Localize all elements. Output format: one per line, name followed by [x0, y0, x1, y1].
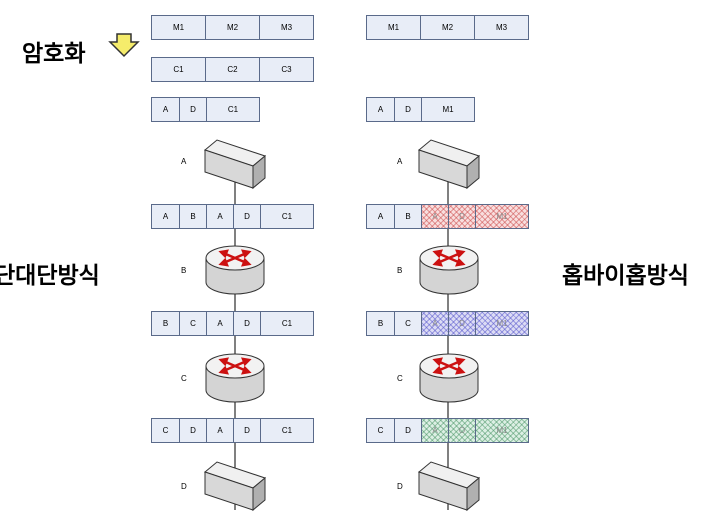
host-a-icon [203, 139, 267, 190]
hop-by-hop-label: 홉바이홉방식 [562, 263, 689, 289]
left-node-label-b: B [181, 266, 187, 275]
right-plaintext-block: M1 M2 M3 [366, 15, 529, 40]
encrypted-cell: A [422, 205, 449, 228]
cell: D [180, 98, 207, 121]
right-node-label-b: B [397, 266, 403, 275]
host-d-icon [203, 461, 267, 512]
cell: M1 [442, 105, 454, 114]
cell: B [395, 205, 422, 228]
cell: B [152, 312, 180, 335]
left-hop3-packet: C D A D C1 [151, 418, 314, 443]
cell: A [152, 205, 180, 228]
encrypted-cell: A [422, 312, 449, 335]
cell: C1 [281, 212, 293, 221]
cell: B [367, 312, 395, 335]
cell: A [152, 98, 180, 121]
cell: D [234, 419, 261, 442]
cell: C [367, 419, 395, 442]
cell: C [152, 419, 180, 442]
cell: C3 [281, 65, 292, 74]
right-hop2-packet: B C A D M1 [366, 311, 529, 336]
cell: B [180, 205, 207, 228]
cell: A [207, 312, 234, 335]
left-plaintext-block: M1 M2 M3 [151, 15, 314, 40]
router-c-icon [205, 353, 265, 403]
right-node-label-d: D [397, 482, 403, 491]
cell: M1 [367, 16, 421, 39]
cell: M1 [152, 16, 206, 39]
down-arrow-icon [108, 33, 140, 58]
left-ciphertext-block: C1 C2 C3 [151, 57, 314, 82]
right-hop1-packet: A B A D M1 [366, 204, 529, 229]
right-node-label-a: A [397, 157, 403, 166]
cell: M3 [280, 23, 293, 32]
left-node-label-d: D [181, 482, 187, 491]
router-b-icon [205, 245, 265, 295]
left-node-label-c: C [181, 374, 187, 383]
router-b-icon [419, 245, 479, 295]
cell: C1 [227, 105, 239, 114]
cell: M2 [421, 16, 475, 39]
cell: A [207, 205, 234, 228]
cell: M2 [206, 16, 260, 39]
cell: D [180, 419, 207, 442]
encrypted-cell: M1 [476, 205, 528, 228]
cell: C1 [152, 58, 206, 81]
encrypted-cell: D [449, 205, 476, 228]
right-node-label-c: C [397, 374, 403, 383]
cell: C1 [281, 426, 293, 435]
end-to-end-label: 단대단방식 [0, 263, 100, 289]
right-hop3-packet: C D A O M1 [366, 418, 529, 443]
cell: D [395, 98, 422, 121]
left-hop1-packet: A B A D C1 [151, 204, 314, 229]
host-a-icon [417, 139, 481, 190]
left-source-packet: A D C1 [151, 97, 260, 122]
router-c-icon [419, 353, 479, 403]
cell: D [234, 205, 261, 228]
left-hop2-packet: B C A D C1 [151, 311, 314, 336]
left-node-label-a: A [181, 157, 187, 166]
encrypt-label: 암호화 [22, 41, 86, 67]
encrypted-cell: D [449, 312, 476, 335]
cell: D [234, 312, 261, 335]
cell: A [367, 205, 395, 228]
cell: C1 [281, 319, 293, 328]
cell: A [367, 98, 395, 121]
cell: C [180, 312, 207, 335]
encrypted-cell: O [449, 419, 476, 442]
cell: D [395, 419, 422, 442]
encrypted-cell: A [422, 419, 449, 442]
right-source-packet: A D M1 [366, 97, 475, 122]
encrypted-cell: M1 [476, 312, 528, 335]
cell: C2 [206, 58, 260, 81]
cell: C [395, 312, 422, 335]
encrypted-cell: M1 [476, 419, 528, 442]
host-d-icon [417, 461, 481, 512]
cell: M3 [495, 23, 508, 32]
cell: A [207, 419, 234, 442]
